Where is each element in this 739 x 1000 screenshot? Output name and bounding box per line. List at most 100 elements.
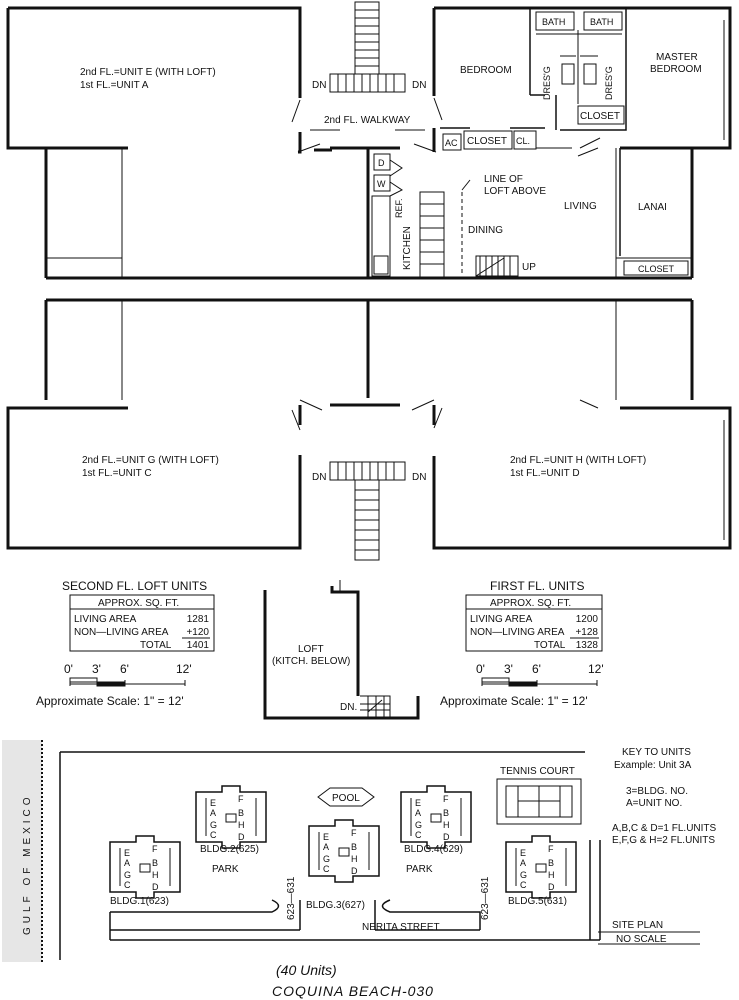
units-count-caption: (40 Units) bbox=[276, 962, 337, 978]
closet-label-hall: CLOSET bbox=[467, 136, 507, 147]
loft-line-label-1: LINE OF bbox=[484, 174, 523, 185]
ac-label: AC bbox=[445, 138, 458, 148]
unit-letter-h: H bbox=[152, 870, 159, 880]
site-plan-drawing bbox=[2, 740, 700, 962]
dn-label-bottom-right: DN bbox=[412, 472, 426, 483]
unit-letter-d: D bbox=[351, 866, 358, 876]
second-table-header: APPROX. SQ. FT. bbox=[98, 598, 179, 609]
scale-labels-right: 0' 3' 6' 12' Approximate Scale: 1" = 12' bbox=[440, 662, 604, 708]
building-4: EA FB GC HD bbox=[400, 785, 472, 849]
unit-labels: 2nd FL.=UNIT E (WITH LOFT) 1st FL.=UNIT … bbox=[80, 67, 646, 479]
unit-letter-b: B bbox=[443, 808, 449, 818]
unit-letter-d: D bbox=[548, 882, 555, 892]
unit-letter-a: A bbox=[520, 858, 526, 868]
loft-detail-drawing bbox=[263, 580, 420, 720]
washer-label: W bbox=[377, 179, 386, 189]
lower-stairs bbox=[329, 461, 406, 561]
unit-letter-h: H bbox=[548, 870, 555, 880]
second-table-title: SECOND FL. LOFT UNITS bbox=[62, 579, 207, 593]
first-row-2-value: +128 bbox=[575, 627, 598, 638]
unit-letter-f: F bbox=[351, 828, 357, 838]
loft-sublabel: (KITCH. BELOW) bbox=[272, 656, 350, 667]
unit-letter-h: H bbox=[351, 854, 358, 864]
address-range-1: 623—631 bbox=[286, 876, 297, 920]
unit-letter-e: E bbox=[415, 798, 421, 808]
closet-label-master: CLOSET bbox=[580, 111, 620, 122]
project-title: COQUINA BEACH-030 bbox=[272, 983, 434, 999]
bedroom-label: BEDROOM bbox=[460, 65, 512, 76]
first-row-1-label: LIVING AREA bbox=[470, 614, 533, 625]
unit-letter-h: H bbox=[443, 820, 450, 830]
second-row-2-label: NON—LIVING AREA bbox=[74, 627, 169, 638]
unit-a-label: 1st FL.=UNIT A bbox=[80, 80, 149, 91]
dn-label-top-left: DN bbox=[312, 80, 326, 91]
site-plan-labels: GULF OF MEXICO POOL TENNIS COURT PARK PA… bbox=[22, 766, 667, 945]
unit-letter-b: B bbox=[351, 842, 357, 852]
unit-letter-f: F bbox=[152, 844, 158, 854]
bldg-3-label: BLDG.3(627) bbox=[306, 900, 365, 911]
gulf-label: GULF OF MEXICO bbox=[22, 793, 33, 935]
first-row-1-value: 1200 bbox=[576, 614, 599, 625]
unit-letter-g: G bbox=[415, 820, 422, 830]
unit-letter-a: A bbox=[124, 858, 130, 868]
first-row-3-value: 1328 bbox=[576, 640, 599, 651]
loft-dn-label: DN. bbox=[340, 702, 357, 713]
scale-tick-6-right: 6' bbox=[532, 662, 541, 676]
loft-label: LOFT bbox=[298, 644, 324, 655]
scale-tick-3: 3' bbox=[92, 662, 101, 676]
unit-letter-g: G bbox=[210, 820, 217, 830]
master-bedroom-label-1: MASTER bbox=[656, 52, 698, 63]
scale-tick-6: 6' bbox=[120, 662, 129, 676]
street-label: NERITA STREET bbox=[362, 922, 440, 933]
lanai-label: LANAI bbox=[638, 202, 667, 213]
first-table-header: APPROX. SQ. FT. bbox=[490, 598, 571, 609]
unit-letter-c: C bbox=[520, 880, 527, 890]
first-floor-area-table: FIRST FL. UNITS APPROX. SQ. FT. LIVING A… bbox=[465, 579, 603, 652]
unit-letter-d: D bbox=[443, 832, 450, 842]
unit-letter-e: E bbox=[210, 798, 216, 808]
key-title: KEY TO UNITS bbox=[622, 747, 691, 758]
unit-letter-a: A bbox=[323, 842, 329, 852]
unit-letter-a: A bbox=[415, 808, 421, 818]
key-example: Example: Unit 3A bbox=[614, 760, 692, 771]
unit-letter-f: F bbox=[443, 794, 449, 804]
second-row-2-value: +120 bbox=[186, 627, 209, 638]
second-row-1-label: LIVING AREA bbox=[74, 614, 137, 625]
unit-letter-e: E bbox=[520, 848, 526, 858]
unit-letter-g: G bbox=[323, 854, 330, 864]
bldg-1-label: BLDG.1(623) bbox=[110, 896, 169, 907]
dryer-label: D bbox=[378, 158, 385, 168]
address-range-2: 623—631 bbox=[480, 876, 491, 920]
unit-letter-c: C bbox=[415, 830, 422, 840]
unit-letter-d: D bbox=[238, 832, 245, 842]
unit-letter-c: C bbox=[210, 830, 217, 840]
unit-letter-c: C bbox=[323, 864, 330, 874]
floor-plan-walls bbox=[6, 6, 732, 550]
scale-tick-12: 12' bbox=[176, 662, 192, 676]
site-plan-no-scale: NO SCALE bbox=[616, 934, 667, 945]
unit-e-label: 2nd FL.=UNIT E (WITH LOFT) bbox=[80, 67, 216, 78]
scale-caption-right: Approximate Scale: 1" = 12' bbox=[440, 694, 588, 708]
unit-letter-b: B bbox=[152, 858, 158, 868]
site-plan-title: SITE PLAN bbox=[612, 920, 663, 931]
scale-tick-12-right: 12' bbox=[588, 662, 604, 676]
scale-tick-0: 0' bbox=[64, 662, 73, 676]
scale-bar-right bbox=[481, 677, 598, 687]
master-bedroom-label-2: BEDROOM bbox=[650, 64, 702, 75]
unit-letter-g: G bbox=[124, 870, 131, 880]
second-row-3-value: 1401 bbox=[187, 640, 210, 651]
unit-c-label: 1st FL.=UNIT C bbox=[82, 468, 152, 479]
key-second-floor: E,F,G & H=2 FL.UNITS bbox=[612, 835, 715, 846]
ref-label: REF. bbox=[394, 198, 404, 218]
kitchen-label: KITCHEN bbox=[402, 226, 413, 270]
unit-letter-b: B bbox=[548, 858, 554, 868]
unit-letter-a: A bbox=[210, 808, 216, 818]
first-table-title: FIRST FL. UNITS bbox=[490, 579, 584, 593]
pool-label: POOL bbox=[332, 793, 360, 804]
scale-labels-left: 0' 3' 6' 12' Approximate Scale: 1" = 12' bbox=[36, 662, 192, 708]
closet-label-lanai: CLOSET bbox=[638, 264, 675, 274]
second-row-3-label: TOTAL bbox=[140, 640, 172, 651]
unit-d-label: 1st FL.=UNIT D bbox=[510, 468, 580, 479]
